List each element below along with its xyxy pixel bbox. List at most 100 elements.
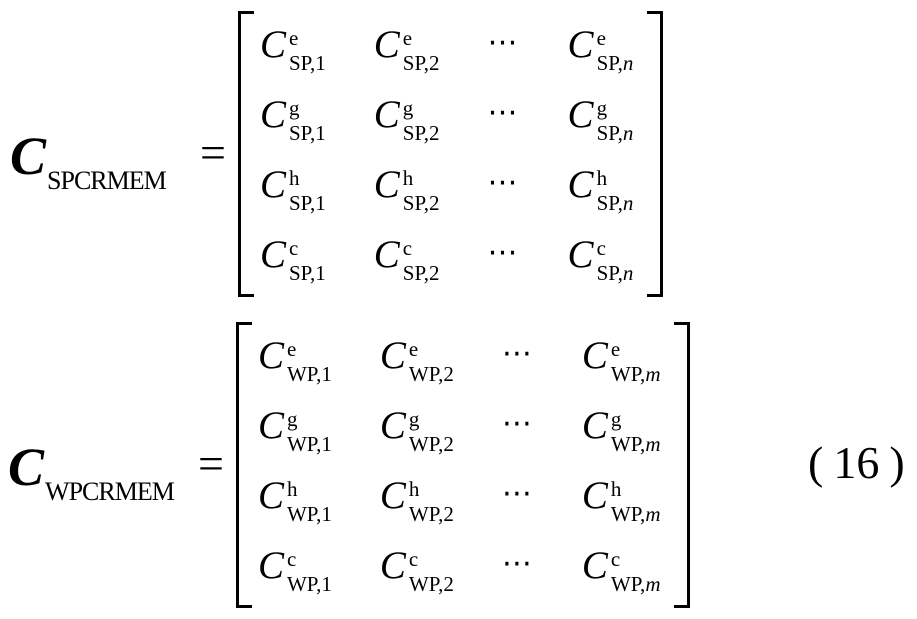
equation-number: (16) bbox=[808, 436, 905, 489]
entry-subscript: WP,1 bbox=[287, 503, 332, 524]
entry-subscript: SP,2 bbox=[402, 50, 440, 75]
subscript-prefix: WP, bbox=[408, 431, 444, 456]
entry-superscript: g bbox=[596, 95, 608, 120]
subscript-index: m bbox=[645, 431, 661, 456]
subscript-prefix: WP, bbox=[610, 431, 646, 456]
entry-symbol: C bbox=[379, 333, 406, 377]
entry-superscript: h bbox=[596, 165, 608, 190]
ellipsis-dots: ⋯ bbox=[501, 475, 534, 511]
subscript-prefix: WP, bbox=[610, 361, 646, 386]
subscript-index: 1 bbox=[315, 120, 326, 145]
subscript-index: 1 bbox=[321, 571, 332, 596]
entry-subscript: SP,1 bbox=[288, 120, 326, 145]
ellipsis-dots: ⋯ bbox=[501, 405, 534, 441]
subscript-prefix: SP, bbox=[288, 120, 316, 145]
entry-symbol: C bbox=[373, 22, 400, 66]
entry-superscript: h bbox=[402, 165, 414, 190]
subscript-prefix: WP, bbox=[408, 361, 444, 386]
entry-subscript: WP,2 bbox=[409, 501, 454, 526]
subscript-prefix: SP, bbox=[596, 120, 623, 145]
subscript-index: 2 bbox=[429, 190, 440, 215]
entry-superscript: e bbox=[596, 25, 606, 50]
right-bracket bbox=[647, 11, 664, 297]
entry-subscript: WP,1 bbox=[287, 433, 332, 454]
entry-superscript: c bbox=[610, 546, 621, 571]
entry-symbol: C bbox=[373, 162, 400, 206]
entry-superscript: g bbox=[610, 406, 622, 431]
entry-symbol: C bbox=[373, 92, 400, 136]
equation-number-open-paren: ( bbox=[808, 437, 824, 488]
subscript-index: 2 bbox=[443, 501, 454, 526]
entry-subscript: SP,2 bbox=[403, 120, 440, 145]
entry-symbol: C bbox=[581, 543, 608, 587]
lhs-symbol: C bbox=[10, 125, 46, 186]
entry-symbol: C bbox=[259, 232, 286, 276]
entry-subscript: WP,2 bbox=[409, 571, 454, 596]
entry-symbol: C bbox=[379, 543, 406, 587]
subscript-prefix: WP, bbox=[286, 571, 322, 596]
lhs-symbol: C bbox=[8, 436, 44, 497]
entry-superscript: g bbox=[408, 406, 420, 431]
equation-number-value: 16 bbox=[833, 437, 880, 488]
subscript-index: n bbox=[622, 50, 634, 75]
entry-superscript: c bbox=[596, 235, 606, 260]
entry-subscript: SP,n bbox=[597, 50, 634, 75]
subscript-index: 2 bbox=[429, 260, 440, 285]
entry-subscript: WP,m bbox=[610, 361, 661, 386]
entry-superscript: g bbox=[286, 406, 298, 431]
entry-subscript: WP,m bbox=[610, 431, 661, 456]
subscript-index: 2 bbox=[443, 571, 454, 596]
entry-superscript: e bbox=[286, 336, 297, 361]
subscript-prefix: WP, bbox=[610, 501, 646, 526]
left-bracket bbox=[235, 322, 252, 608]
entry-subscript: SP,1 bbox=[289, 260, 326, 285]
entry-superscript: h bbox=[610, 476, 622, 501]
entry-symbol: C bbox=[567, 232, 594, 276]
subscript-index: 1 bbox=[315, 260, 326, 285]
equation-number-close-paren: ) bbox=[889, 437, 905, 488]
entry-subscript: WP,m bbox=[611, 573, 661, 594]
subscript-prefix: SP, bbox=[402, 260, 430, 285]
subscript-prefix: SP, bbox=[288, 190, 316, 215]
subscript-index: 2 bbox=[443, 431, 454, 456]
entry-subscript: WP,1 bbox=[286, 571, 332, 596]
subscript-prefix: SP, bbox=[402, 50, 430, 75]
entry-symbol: C bbox=[373, 232, 400, 276]
entry-superscript: e bbox=[408, 336, 419, 361]
subscript-index: 2 bbox=[429, 120, 440, 145]
ellipsis-dots: ⋯ bbox=[501, 545, 534, 581]
equals-sign: = bbox=[198, 437, 224, 489]
subscript-prefix: SP, bbox=[288, 50, 316, 75]
